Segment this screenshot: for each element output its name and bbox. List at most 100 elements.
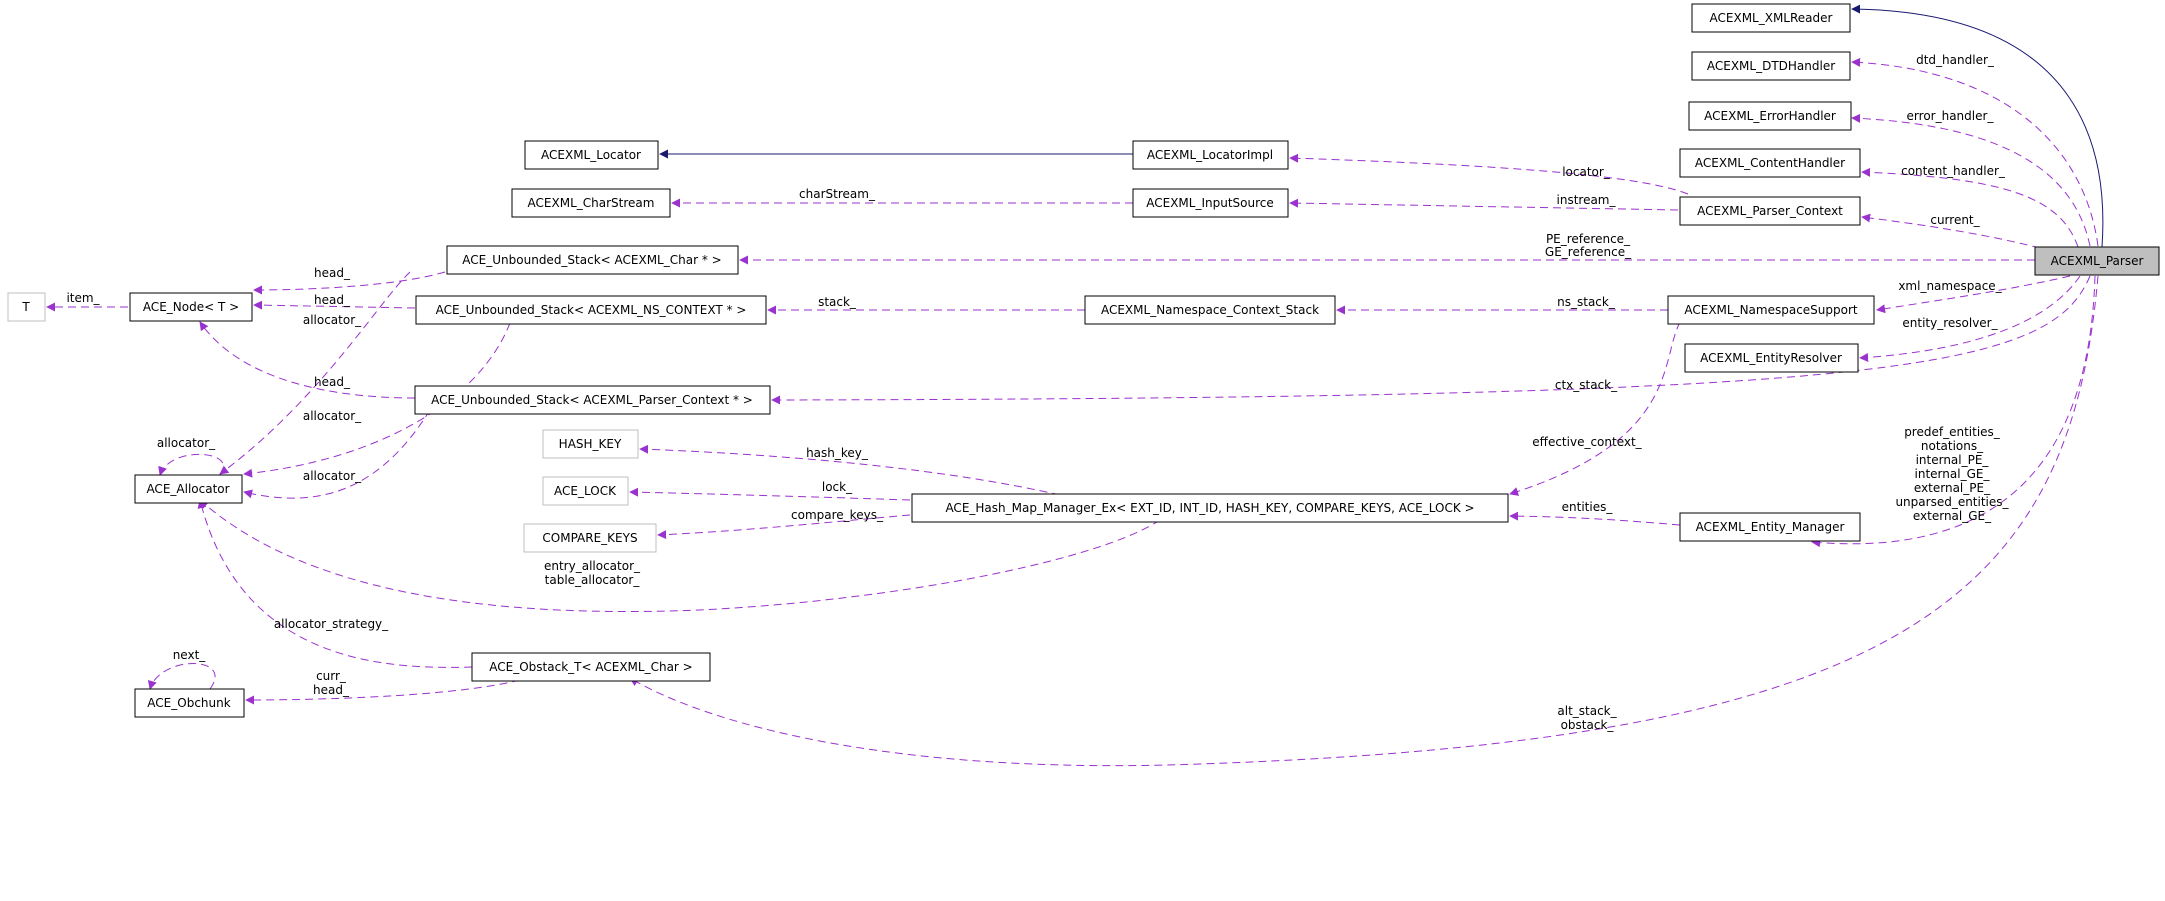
edge-parser-dtdhandler: [1851, 57, 2099, 247]
node-hash-key[interactable]: HASH_KEY: [542, 429, 639, 459]
label-allocator-strategy: allocator_strategy_: [274, 617, 389, 631]
edge-parser-xmlreader: [1851, 4, 2104, 248]
label-head-1: head_: [314, 266, 351, 280]
edge-context-locatorimpl: [1289, 153, 1689, 195]
edge-allocator-self: [158, 453, 224, 476]
svg-text:T: T: [21, 300, 30, 314]
label-ge-reference: GE_reference_: [1545, 245, 1632, 259]
node-unbounded-stack-ns-context[interactable]: ACE_Unbounded_Stack< ACEXML_NS_CONTEXT *…: [415, 295, 767, 325]
edge-hashmap-comparekeys: [657, 514, 911, 540]
label-head-3: head_: [314, 375, 351, 389]
edge-stackchar-node: [253, 271, 446, 295]
label-ctx-stack: ctx_stack_: [1555, 378, 1618, 392]
svg-text:ACEXML_Parser: ACEXML_Parser: [2051, 254, 2144, 268]
node-unbounded-stack-parser-context[interactable]: ACE_Unbounded_Stack< ACEXML_Parser_Conte…: [414, 385, 771, 415]
label-unparsed-entities: unparsed_entities_: [1895, 495, 2009, 509]
svg-text:HASH_KEY: HASH_KEY: [559, 437, 622, 451]
node-acexml-locatorimpl[interactable]: ACEXML_LocatorImpl: [1132, 140, 1289, 170]
label-item: item_: [66, 291, 100, 305]
node-acexml-parser-context[interactable]: ACEXML_Parser_Context: [1679, 196, 1861, 226]
edge-parser-entitymanager: [1811, 275, 2096, 548]
svg-text:ACEXML_ErrorHandler: ACEXML_ErrorHandler: [1704, 109, 1836, 123]
label-allocator-self: allocator_: [157, 436, 216, 450]
label-external-ge: external_GE_: [1913, 509, 1992, 523]
svg-text:ACE_Unbounded_Stack< ACEXML_Ch: ACE_Unbounded_Stack< ACEXML_Char * >: [462, 253, 721, 267]
label-content-handler: content_handler_: [1901, 164, 2006, 178]
label-lock: lock_: [822, 480, 853, 494]
node-unbounded-stack-char[interactable]: ACE_Unbounded_Stack< ACEXML_Char * >: [446, 245, 739, 275]
node-acexml-entity-manager[interactable]: ACEXML_Entity_Manager: [1679, 512, 1861, 542]
node-ace-node-t[interactable]: ACE_Node< T >: [129, 292, 253, 322]
label-effective-context: effective_context_: [1532, 435, 1642, 449]
edge-hashmap-lock: [629, 487, 911, 501]
edge-context-inputsource: [1289, 198, 1679, 211]
label-head-obchunk: head_: [313, 683, 350, 697]
svg-text:ACEXML_XMLReader: ACEXML_XMLReader: [1710, 11, 1833, 25]
label-internal-pe: internal_PE_: [1916, 453, 1990, 467]
label-allocator-1: allocator_: [303, 313, 362, 327]
label-entity-resolver: entity_resolver_: [1902, 316, 1998, 330]
label-head-2: head_: [314, 293, 351, 307]
node-acexml-entityresolver[interactable]: ACEXML_EntityResolver: [1684, 343, 1859, 373]
node-ace-allocator[interactable]: ACE_Allocator: [134, 474, 243, 504]
svg-text:ACE_Unbounded_Stack< ACEXML_NS: ACE_Unbounded_Stack< ACEXML_NS_CONTEXT *…: [436, 303, 747, 317]
edge-parser-parsercontext: [1861, 213, 2041, 249]
svg-text:ACE_Unbounded_Stack< ACEXML_Pa: ACE_Unbounded_Stack< ACEXML_Parser_Conte…: [431, 393, 753, 407]
svg-text:ACE_Hash_Map_Manager_Ex< EXT_I: ACE_Hash_Map_Manager_Ex< EXT_ID, INT_ID,…: [945, 501, 1474, 515]
label-charstream: charStream_: [799, 187, 876, 201]
node-ace-obchunk[interactable]: ACE_Obchunk: [134, 688, 245, 718]
node-T[interactable]: T: [7, 292, 46, 322]
edge-parser-errorhandler: [1851, 113, 2091, 247]
node-hash-map-manager-ex[interactable]: ACE_Hash_Map_Manager_Ex< EXT_ID, INT_ID,…: [911, 493, 1509, 523]
svg-text:ACEXML_Namespace_Context_Stack: ACEXML_Namespace_Context_Stack: [1101, 303, 1319, 317]
node-ace-obstack-t[interactable]: ACE_Obstack_T< ACEXML_Char >: [471, 652, 711, 682]
label-compare-keys: compare_keys_: [791, 508, 884, 522]
edge-stackctx-allocator: [243, 409, 431, 499]
svg-text:ACEXML_NamespaceSupport: ACEXML_NamespaceSupport: [1684, 303, 1858, 317]
node-acexml-contenthandler[interactable]: ACEXML_ContentHandler: [1679, 148, 1861, 178]
label-ns-stack: ns_stack_: [1557, 295, 1616, 309]
node-ace-lock[interactable]: ACE_LOCK: [542, 476, 629, 506]
node-compare-keys[interactable]: COMPARE_KEYS: [523, 523, 657, 553]
edge-parser-obstack: [629, 275, 2099, 767]
label-error-handler: error_handler_: [1907, 109, 1995, 123]
node-acexml-errorhandler[interactable]: ACEXML_ErrorHandler: [1688, 101, 1852, 131]
label-current: current_: [1930, 213, 1980, 227]
node-acexml-dtdhandler[interactable]: ACEXML_DTDHandler: [1691, 51, 1851, 81]
label-external-pe: external_PE_: [1914, 481, 1991, 495]
nodes: ACEXML_Parser ACEXML_XMLReader ACEXML_DT…: [7, 3, 2160, 718]
edge-obstack-obchunk: [245, 679, 521, 705]
node-acexml-namespacesupport[interactable]: ACEXML_NamespaceSupport: [1667, 295, 1875, 325]
edge-stackctx-node: [199, 321, 416, 399]
node-acexml-parser[interactable]: ACEXML_Parser: [2034, 246, 2160, 276]
label-next: next_: [173, 648, 207, 662]
svg-text:ACEXML_LocatorImpl: ACEXML_LocatorImpl: [1147, 148, 1273, 162]
node-namespace-context-stack[interactable]: ACEXML_Namespace_Context_Stack: [1084, 295, 1336, 325]
node-acexml-charstream[interactable]: ACEXML_CharStream: [511, 188, 671, 218]
svg-text:ACEXML_DTDHandler: ACEXML_DTDHandler: [1707, 59, 1835, 73]
edge-parser-stackctx: [771, 275, 2091, 405]
label-allocator-2: allocator_: [303, 409, 362, 423]
edge-parser-contenthandler: [1861, 167, 2079, 248]
edge-entitymanager-hashmap: [1509, 511, 1681, 526]
node-acexml-xmlreader[interactable]: ACEXML_XMLReader: [1691, 3, 1851, 33]
label-notations: notations_: [1921, 439, 1984, 453]
label-obstack: obstack_: [1561, 718, 1615, 732]
edge-stackns-node: [253, 300, 416, 310]
label-dtd-handler: dtd_handler_: [1916, 53, 1995, 67]
edge-parser-nssupport: [1876, 275, 2071, 314]
node-acexml-locator[interactable]: ACEXML_Locator: [524, 140, 659, 170]
svg-text:COMPARE_KEYS: COMPARE_KEYS: [542, 531, 637, 545]
svg-text:ACE_Obchunk: ACE_Obchunk: [147, 696, 230, 710]
label-predef-entities: predef_entities_: [1904, 425, 2001, 439]
svg-text:ACE_LOCK: ACE_LOCK: [554, 484, 617, 498]
svg-text:ACE_Allocator: ACE_Allocator: [146, 482, 229, 496]
edge-obstack-allocator: [197, 499, 473, 668]
label-stack: stack_: [818, 295, 857, 309]
label-entry-allocator: entry_allocator_: [544, 559, 641, 573]
label-pe-reference: PE_reference_: [1546, 232, 1631, 246]
node-acexml-inputsource[interactable]: ACEXML_InputSource: [1132, 188, 1289, 218]
edge-stackns-allocator: [243, 322, 511, 478]
svg-text:ACEXML_ContentHandler: ACEXML_ContentHandler: [1695, 156, 1845, 170]
